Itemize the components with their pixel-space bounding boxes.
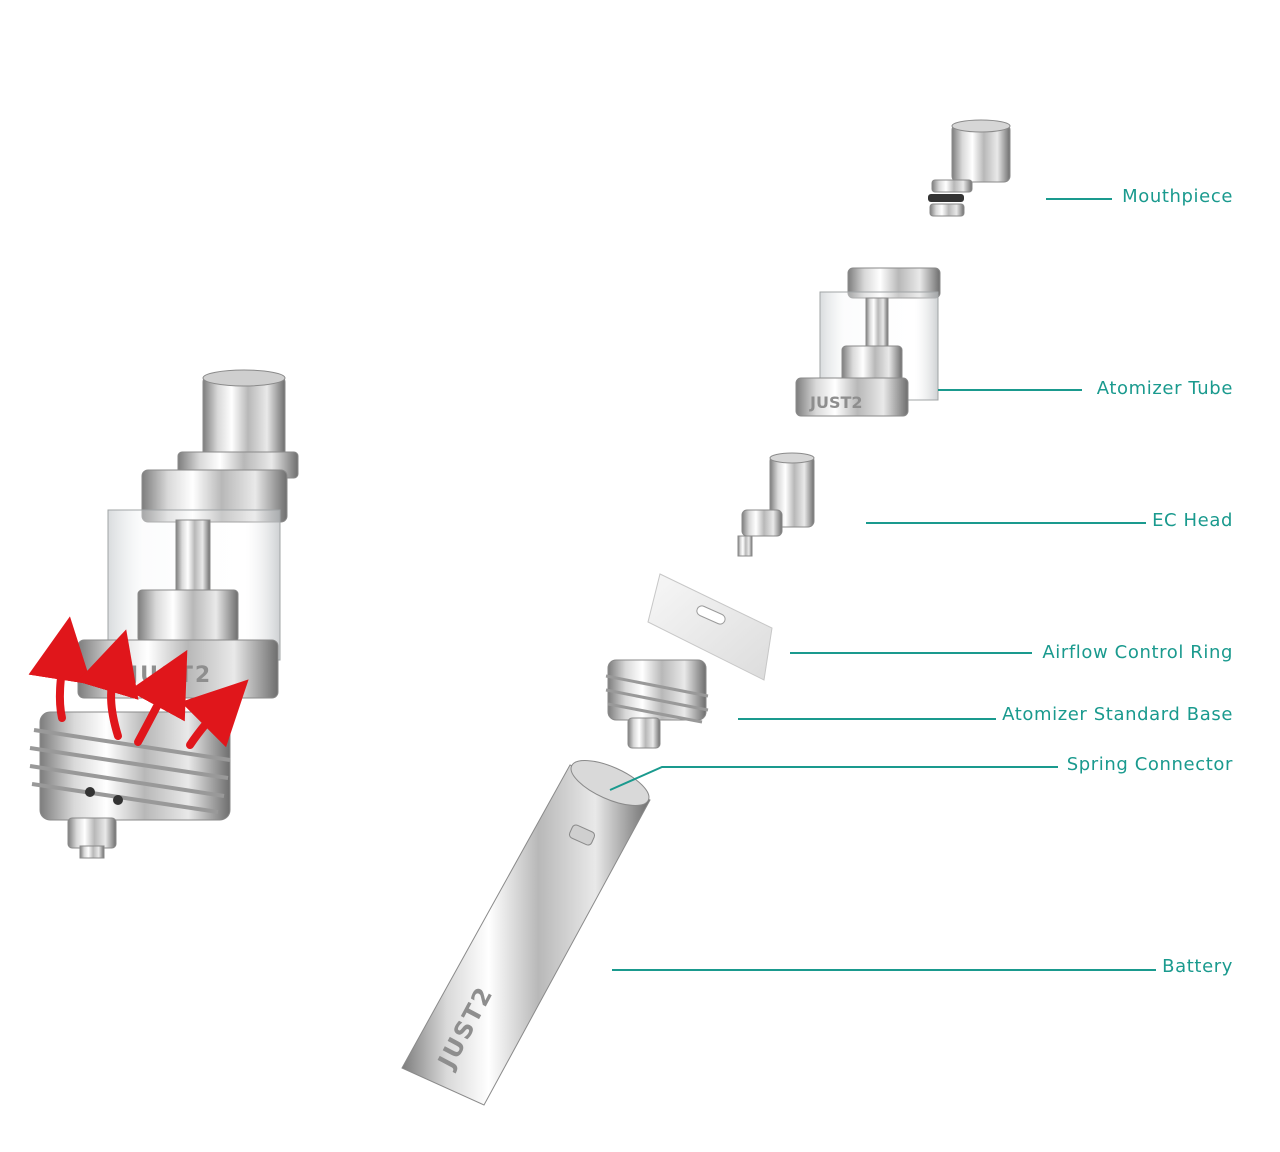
label-spring-connector: Spring Connector (1066, 754, 1233, 775)
label-mouthpiece: Mouthpiece (1122, 186, 1233, 207)
leader-lines (609, 198, 1156, 971)
airflow-arrow-icon (28, 616, 249, 749)
battery-part: JUST2 (401, 760, 651, 1106)
atomizer-tube-engraving: JUST2 (809, 393, 863, 412)
atomizer-standard-base-part (605, 659, 709, 749)
airflow-control-ring-part (647, 573, 773, 681)
label-atomizer-tube: Atomizer Tube (1096, 378, 1233, 399)
label-atomizer-standard-base: Atomizer Standard Base (1002, 704, 1233, 725)
label-ec-head: EC Head (1152, 510, 1233, 531)
leader-line-spring-connector (609, 766, 1058, 791)
ec-head-part (737, 452, 815, 557)
label-battery: Battery (1162, 956, 1233, 977)
atomizer-tube-part: JUST2 (795, 267, 941, 417)
label-airflow-control-ring: Airflow Control Ring (1042, 642, 1233, 663)
mouthpiece-part (928, 119, 1011, 217)
assembled-tank-illustration: JUST2 (28, 369, 299, 859)
